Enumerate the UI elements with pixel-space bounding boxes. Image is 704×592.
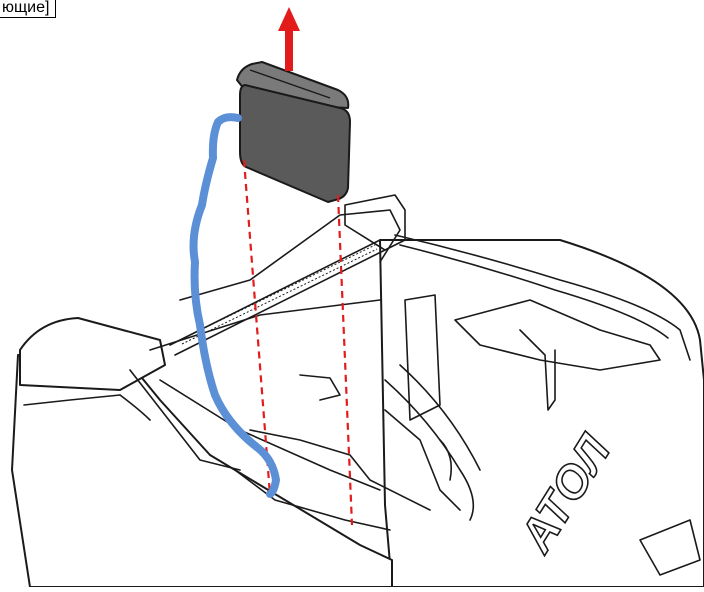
mechanism-2 [159,379,381,491]
mechanism-5 [234,469,391,531]
guide-lines [242,159,354,526]
caption-label: ющие] [0,0,57,18]
roller-frame-bottom [149,299,381,351]
mechanism-1 [129,369,241,471]
cable [189,113,280,498]
module-side-face [239,84,351,203]
front-slot [639,519,701,576]
lid-inner-rim [399,244,669,339]
arrow-shaft [285,28,293,71]
roller-teeth [179,244,378,345]
lid-rim [394,234,691,361]
module-top-inner [249,69,331,99]
paper-chute-inner [399,364,481,471]
roller-bar-2 [174,249,386,356]
roller-frame-top [179,209,401,301]
roller-bar [169,239,381,346]
bay-right [454,299,661,371]
chute-wall [404,294,441,421]
module-block [236,61,351,203]
bay-right-lip [519,329,556,411]
mechanism-4 [299,374,341,401]
mechanism-6 [119,394,151,421]
mechanism-8 [439,439,453,481]
guide-line-left [242,159,272,496]
printer-internals [23,194,701,576]
arrow-up-icon [278,7,300,71]
front-edge [23,394,121,406]
cutter-block [344,194,406,251]
arrow-head [278,7,300,31]
paper-chute [384,379,475,521]
mechanism-3 [249,429,431,511]
housing-top-left [19,317,166,391]
mechanism-7 [384,409,461,511]
